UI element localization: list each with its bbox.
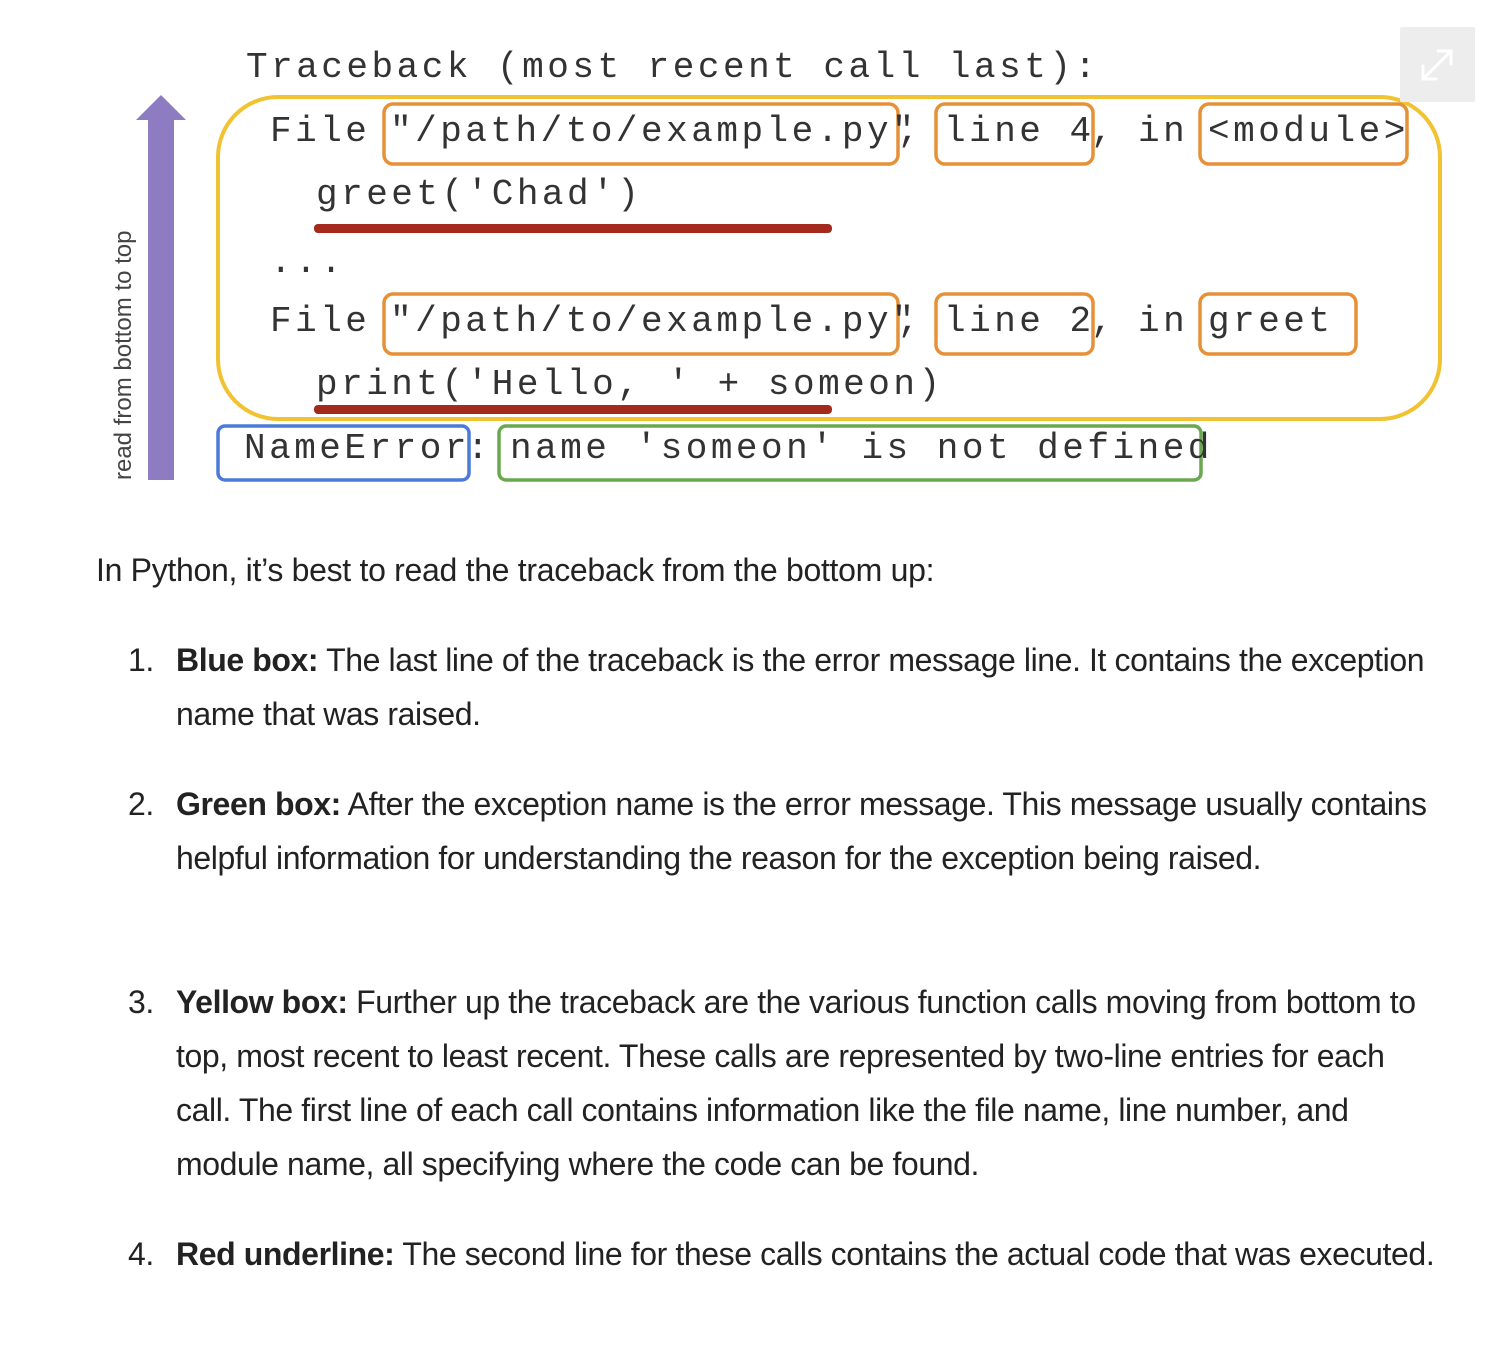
frame-1-file-prefix: File [270, 111, 396, 152]
list-item-label: Red underline: [176, 1236, 395, 1272]
list-item-label: Yellow box: [176, 984, 348, 1020]
traceback-figure: read from bottom to top Traceback (most … [0, 0, 1510, 510]
frame-2-code: print('Hello, ' + someon) [316, 364, 944, 405]
list-item-text: The last line of the traceback is the er… [176, 642, 1425, 732]
read-direction-arrow-head [136, 95, 186, 120]
blue-box [216, 424, 471, 482]
orange-box-path-2 [382, 292, 900, 356]
frame-1-comma-2: , [1091, 111, 1117, 152]
frame-2-path: "/path/to/example.py" [390, 301, 918, 342]
error-message: name 'someon' is not defined [510, 428, 1213, 469]
orange-box-scope-1 [1198, 102, 1409, 166]
expand-arrows-icon [1421, 49, 1453, 81]
frame-1-scope: <module> [1208, 111, 1409, 152]
frame-1-comma: , [898, 111, 924, 152]
traceback-header: Traceback (most recent call last): [246, 47, 1100, 88]
frame-1-line: line 4 [944, 111, 1095, 152]
list-item-number: 4. [128, 1236, 154, 1272]
list-item-number: 2. [128, 786, 154, 822]
list-item-label: Green box: [176, 786, 341, 822]
list-item-text: The second line for these calls contains… [394, 1236, 1435, 1272]
list-item-number: 1. [128, 642, 154, 678]
orange-box-line-1 [934, 102, 1095, 166]
yellow-box [216, 95, 1442, 421]
list-item-text: After the exception name is the error me… [176, 786, 1427, 876]
intro-paragraph: In Python, it’s best to read the traceba… [96, 552, 935, 588]
read-direction-arrow-shaft [148, 118, 174, 480]
frame-1-in: in [1138, 111, 1189, 152]
list-item-number: 3. [128, 984, 154, 1020]
frame-2-scope: greet [1208, 301, 1334, 342]
traceback-annotations [136, 95, 1442, 482]
frame-2-in: in [1138, 301, 1189, 342]
read-direction-label: read from bottom to top [110, 230, 137, 480]
orange-box-line-2 [934, 292, 1095, 356]
error-name: NameError [244, 428, 470, 469]
red-underline-2 [314, 405, 832, 414]
list-item-text: Further up the traceback are the various… [176, 984, 1416, 1182]
frame-1-path: "/path/to/example.py" [390, 111, 918, 152]
green-box [497, 424, 1203, 482]
frames-ellipsis: ... [270, 242, 346, 283]
frame-2-file-prefix: File [270, 301, 396, 342]
orange-box-path-1 [382, 102, 900, 166]
list-item-label: Blue box: [176, 642, 319, 678]
orange-box-scope-2 [1198, 292, 1358, 356]
frame-2-comma: , [898, 301, 924, 342]
error-colon: : [467, 428, 493, 469]
frame-2-comma-2: , [1091, 301, 1117, 342]
expand-image-button[interactable] [1400, 27, 1475, 102]
red-underline-1 [314, 224, 832, 233]
frame-1-code: greet('Chad') [316, 174, 643, 215]
frame-2-line: line 2 [944, 301, 1095, 342]
